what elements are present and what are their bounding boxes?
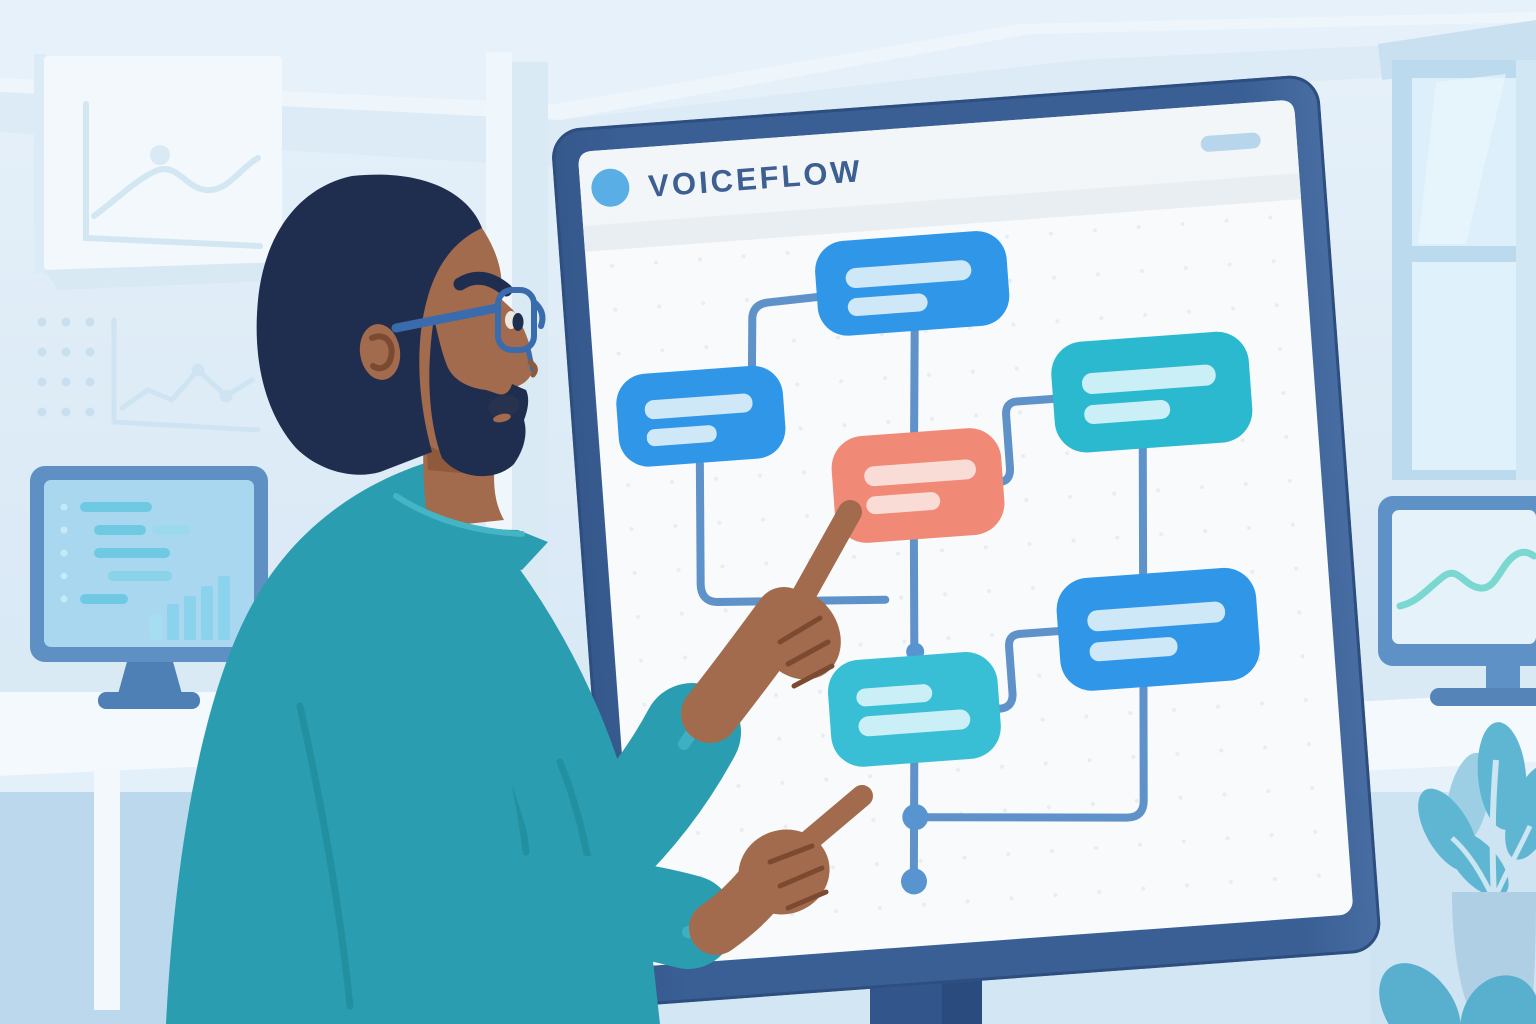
junction-dot	[902, 804, 929, 831]
chart-dot	[191, 363, 205, 377]
left-desk	[0, 692, 345, 1024]
connector-righttop-to-rightmid	[1138, 442, 1148, 578]
plant	[1379, 722, 1536, 1024]
screen-header	[578, 100, 1300, 226]
header-band	[583, 173, 1302, 252]
flow-node-right-top[interactable]	[1049, 330, 1255, 455]
connector-top-to-left	[747, 292, 825, 372]
wave-monitor	[1378, 496, 1536, 706]
chart-dot	[150, 145, 170, 165]
flow-node-left[interactable]	[614, 364, 787, 469]
wave-line	[1396, 548, 1536, 610]
voiceflow-logo-icon	[591, 168, 630, 207]
wall-line-chart	[83, 101, 263, 249]
flow-node-right-middle[interactable]	[1054, 566, 1262, 693]
connector-bottom-to-rightmid	[993, 626, 1066, 713]
code-monitor	[30, 466, 268, 709]
wall-frame-strips	[486, 52, 548, 712]
ceiling	[0, 0, 1536, 170]
dot-grid	[37, 317, 95, 417]
connector-center-to-righttop	[992, 394, 1062, 487]
wall-chart-panel	[34, 54, 296, 290]
connector-rightmid-loop	[923, 684, 1148, 822]
display-screen: VOICEFLOW	[578, 100, 1354, 967]
connector-top-to-center	[910, 326, 919, 437]
header-pill	[1200, 132, 1261, 152]
touchscreen-display: VOICEFLOW	[550, 73, 1383, 1008]
chart-dot	[219, 389, 233, 403]
window	[1378, 20, 1536, 480]
wall-zigzag-chart	[111, 317, 261, 433]
end-dot	[901, 868, 928, 895]
flow-node-center[interactable]	[829, 426, 1006, 545]
flow-node-top[interactable]	[813, 229, 1011, 338]
code-lines	[60, 502, 190, 604]
flow-node-bottom[interactable]	[826, 650, 1003, 769]
flow-nodes	[614, 229, 1262, 769]
connector-center-to-bottom	[909, 534, 919, 658]
